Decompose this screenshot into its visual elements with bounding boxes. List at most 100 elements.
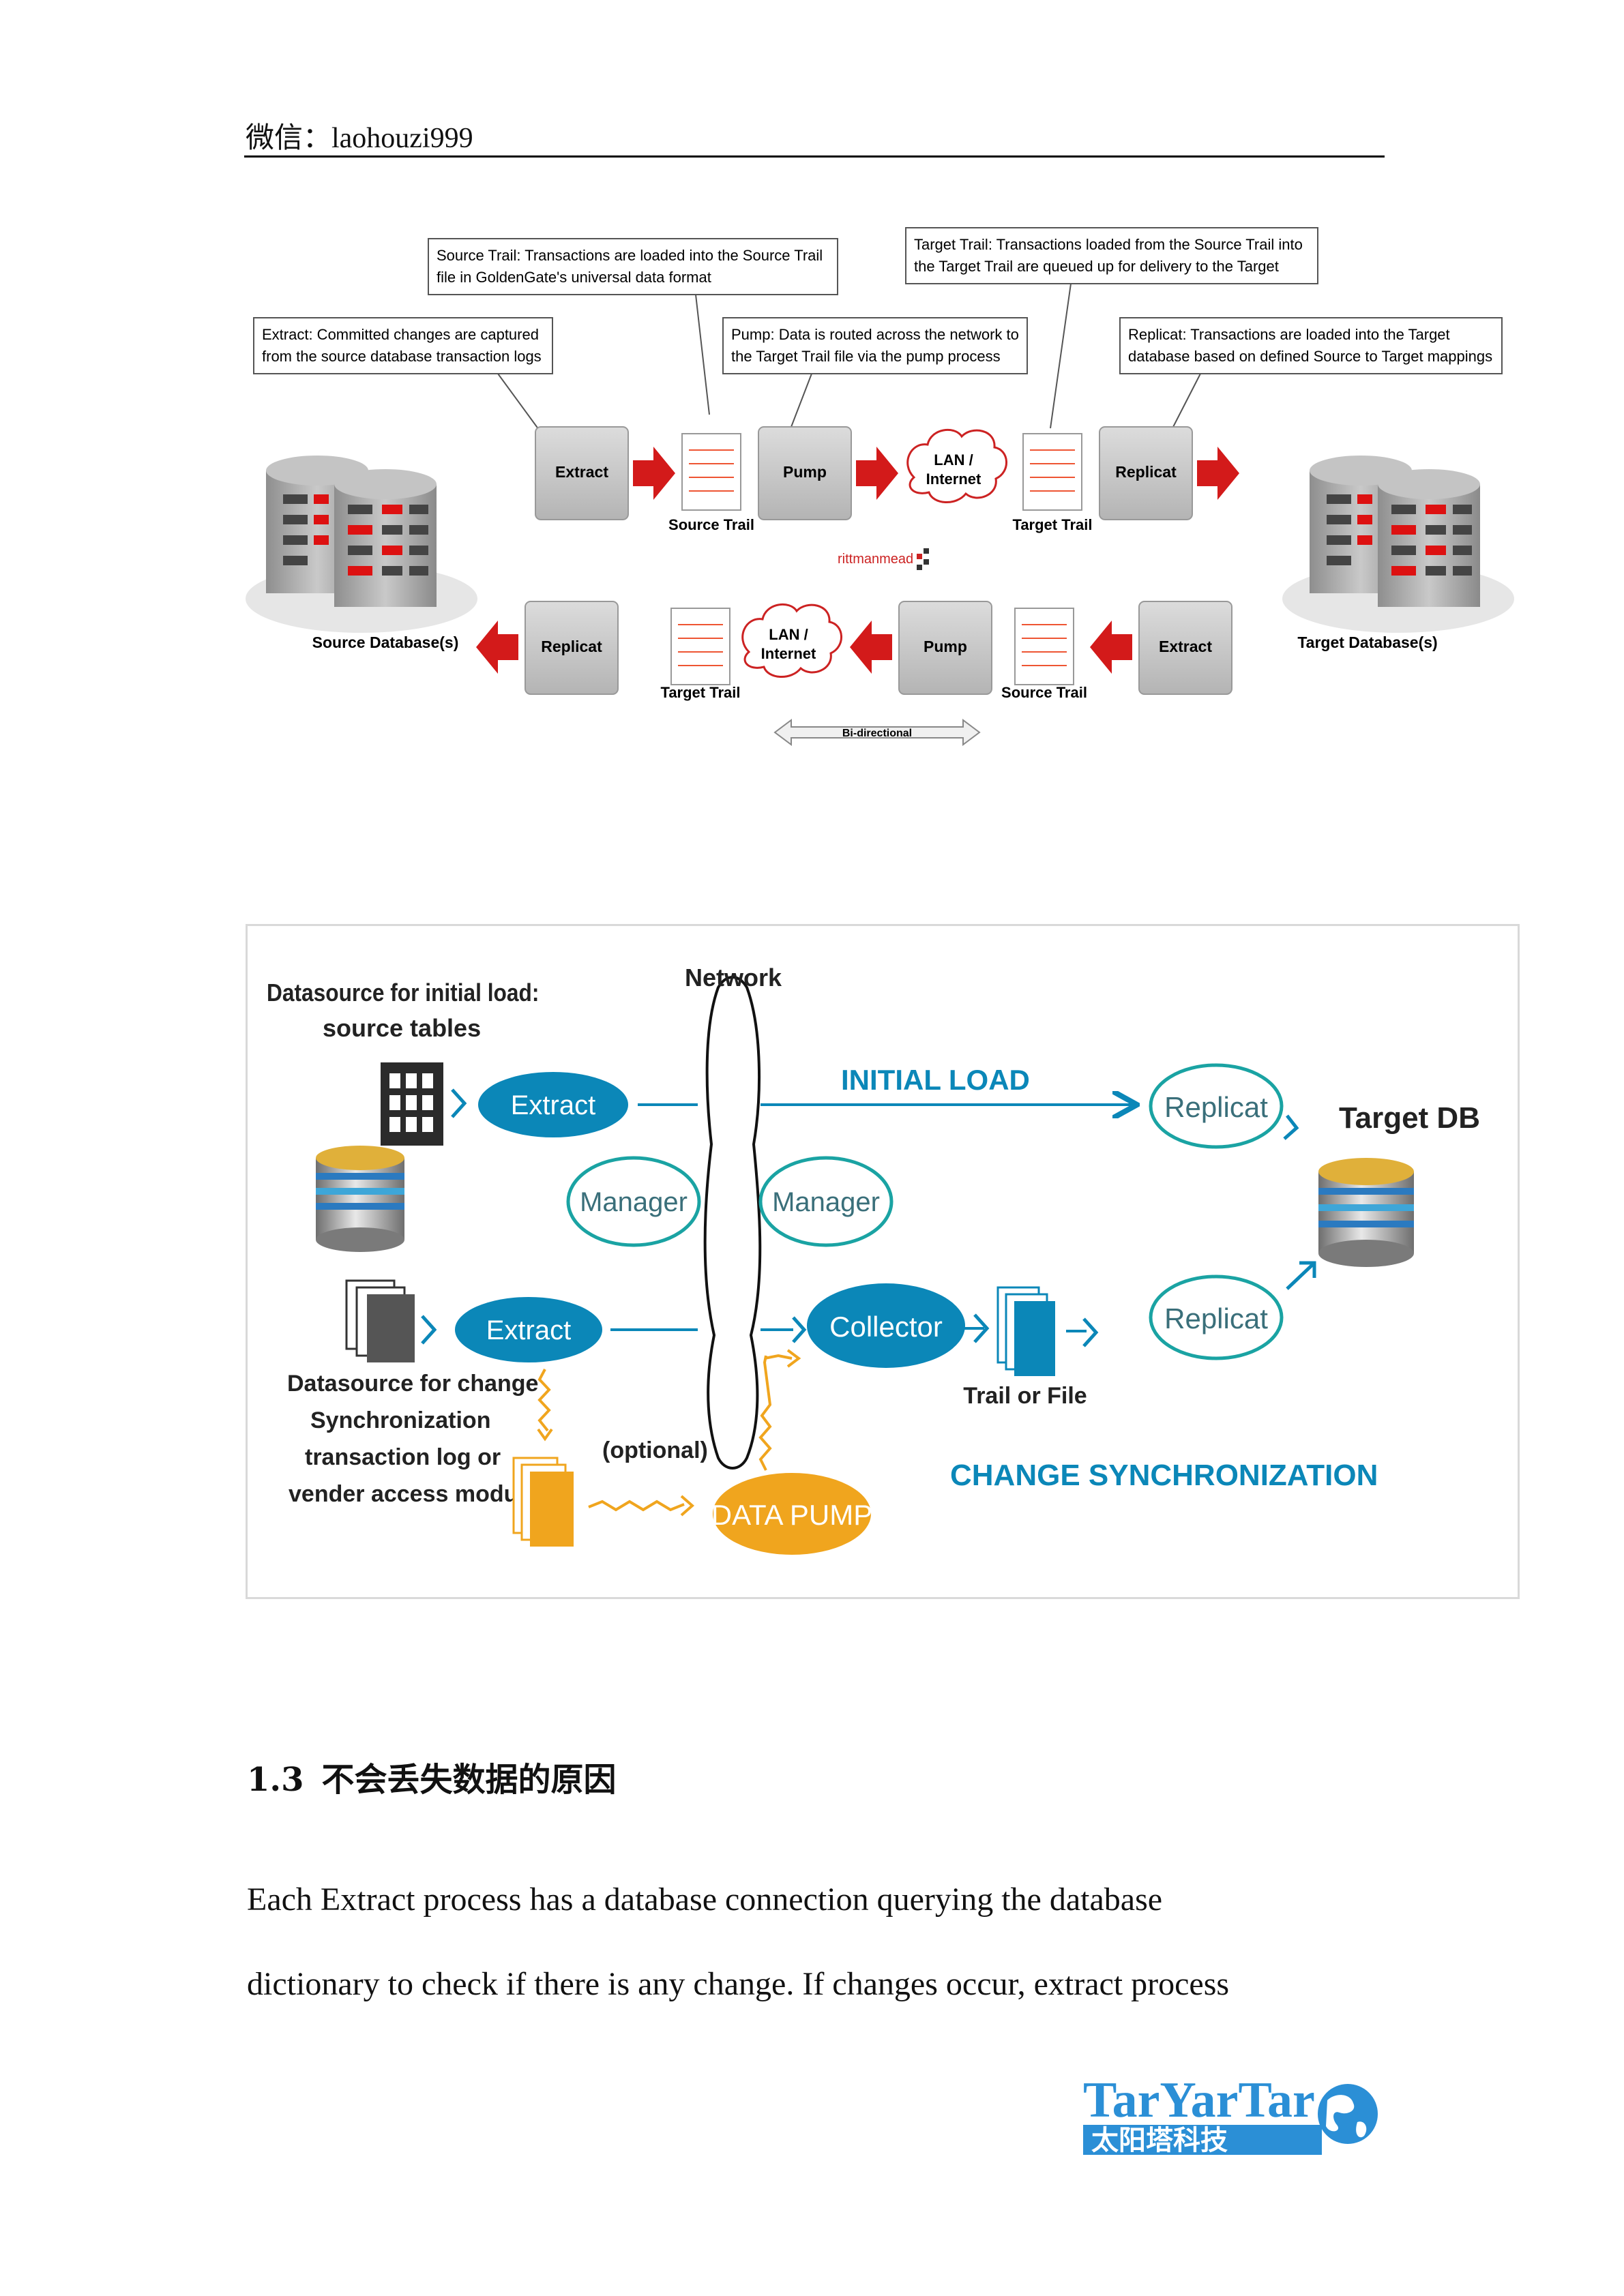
section-heading: 1.3 不会丢失数据的原因 — [247, 1753, 617, 1800]
body-line-2: dictionary to check if there is any chan… — [247, 1966, 1230, 2002]
svg-text:Replicat: Replicat — [1115, 463, 1177, 481]
trail-or-file-label: Trail or File — [963, 1383, 1087, 1409]
pump-connector — [764, 1354, 793, 1360]
top-extract-box: Extract — [535, 426, 629, 520]
logo-subtitle: 太阳塔科技 — [1091, 2125, 1228, 2156]
extract-to-pump-zigzag — [537, 1369, 551, 1432]
network-label: Network — [685, 964, 782, 992]
top-replicat-box: Replicat — [1099, 426, 1193, 520]
network-tube — [703, 976, 762, 1470]
top-source-trail-icon — [681, 433, 741, 511]
callout-text: Pump: Data is routed across the network … — [731, 326, 1019, 343]
chevron-down-icon — [537, 1428, 553, 1442]
extract-top-node — [478, 1072, 628, 1137]
replicat-bottom-label: Replicat — [1164, 1302, 1268, 1335]
arrow-left-icon — [1090, 621, 1132, 674]
logo-subtitle-bar — [1083, 2125, 1322, 2155]
bottom-replicat-box: Replicat — [525, 601, 619, 695]
bidirectional-arrow: Bi-directional — [773, 719, 981, 746]
callout-text: the Target Trail file via the pump proce… — [731, 348, 1001, 365]
callout-text: Extract: Committed changes are captured — [262, 326, 539, 343]
callout-replicat: Replicat: Transactions are loaded into t… — [1119, 317, 1503, 428]
change-datasource-label: transaction log or — [305, 1444, 501, 1470]
target-database-icon — [1282, 456, 1514, 633]
pump-to-collector-zigzag — [758, 1355, 772, 1471]
svg-text:Bi-directional: Bi-directional — [842, 728, 912, 739]
target-db-label: Target DB — [1339, 1101, 1480, 1135]
bottom-target-trail-label: Target Trail — [661, 684, 741, 701]
files-to-pump-zigzag — [588, 1500, 685, 1512]
data-pump-node — [713, 1473, 871, 1555]
arrow-right-icon — [633, 447, 675, 500]
change-sync-figure: Datasource for initial load: source tabl… — [267, 964, 1480, 1555]
source-tables-icon — [381, 1062, 443, 1146]
callout-text: file in GoldenGate's universal data form… — [437, 269, 711, 286]
bottom-source-trail-icon — [1014, 608, 1074, 685]
data-pump-label: DATA PUMP — [711, 1499, 872, 1531]
manager-right-label: Manager — [772, 1187, 880, 1217]
chevron-right-icon — [973, 1313, 990, 1343]
arrow-left-icon — [850, 621, 892, 674]
top-pump-box: Pump — [758, 426, 852, 520]
manager-left-node — [566, 1156, 701, 1247]
extract-top-label: Extract — [511, 1090, 595, 1120]
initial-datasource-label: Datasource for initial load: — [267, 979, 539, 1007]
callout-source-trail: Source Trail: Transactions are loaded in… — [428, 238, 838, 415]
bottom-pump-box: Pump — [898, 601, 992, 695]
callout-text: Target Trail: Transactions loaded from t… — [914, 236, 1303, 253]
callout-text: Source Trail: Transactions are loaded in… — [437, 247, 823, 264]
source-database-label: Source Database(s) — [312, 633, 459, 651]
chevron-right-icon — [1283, 1114, 1299, 1140]
bottom-target-trail-icon — [670, 608, 730, 685]
svg-text:Internet: Internet — [926, 471, 981, 488]
extract-bottom-node — [455, 1297, 602, 1362]
callout-text: database based on defined Source to Targ… — [1128, 348, 1492, 365]
replicat-top-label: Replicat — [1164, 1091, 1268, 1123]
replicat-bottom-node — [1149, 1274, 1284, 1360]
section-title: 不会丢失数据的原因 — [321, 1761, 617, 1799]
target-database-label: Target Database(s) — [1297, 633, 1437, 651]
arrow-right-icon — [1197, 447, 1239, 500]
svg-text:rittmanmead: rittmanmead — [838, 552, 913, 567]
callout-text: the Target Trail are queued up for deliv… — [914, 258, 1279, 275]
manager-left-label: Manager — [580, 1187, 688, 1217]
logo-text: TarYarTar — [1083, 2073, 1315, 2128]
globe-icon — [1318, 2084, 1378, 2144]
target-db-icon — [1318, 1158, 1414, 1267]
extract-bottom-label: Extract — [486, 1315, 571, 1345]
page-header: 微信：laohouzi999 — [246, 123, 473, 154]
callout-text: Replicat: Transactions are loaded into t… — [1128, 326, 1450, 343]
replicat-top-node — [1149, 1063, 1284, 1149]
header-rule — [244, 155, 1385, 158]
source-database-icon — [246, 456, 477, 633]
top-source-trail-label: Source Trail — [668, 516, 754, 533]
trail-file-icon — [996, 1286, 1055, 1376]
callout-text: from the source database transaction log… — [262, 348, 542, 365]
change-source-files-icon — [345, 1279, 415, 1362]
initial-load-label: INITIAL LOAD — [841, 1064, 1030, 1096]
arrow-left-icon — [476, 621, 518, 674]
bottom-lan-cloud-icon: LAN / Internet — [741, 603, 842, 678]
goldengate-architecture-figure: Source Trail: Transactions are loaded in… — [246, 227, 1514, 746]
svg-text:Pump: Pump — [783, 463, 827, 481]
svg-text:Pump: Pump — [924, 638, 967, 655]
arrow-right-icon — [856, 447, 898, 500]
svg-text:Extract: Extract — [555, 463, 608, 481]
arrow-up-right-icon — [1286, 1261, 1316, 1290]
bottom-source-trail-label: Source Trail — [1001, 684, 1087, 701]
svg-text:Extract: Extract — [1159, 638, 1212, 655]
chevron-right-icon — [680, 1495, 695, 1517]
chevron-right-icon — [451, 1088, 467, 1118]
change-datasource-label: Datasource for change — [287, 1371, 538, 1397]
change-datasource-label: vender access module — [289, 1481, 537, 1507]
chevron-right-icon — [1082, 1317, 1099, 1347]
taryartar-logo: TarYarTar 太阳塔科技 — [1083, 2073, 1378, 2156]
body-line-1: Each Extract process has a database conn… — [247, 1881, 1163, 1918]
top-target-trail-label: Target Trail — [1013, 516, 1093, 533]
initial-datasource-label: source tables — [323, 1014, 481, 1042]
callout-target-trail: Target Trail: Transactions loaded from t… — [905, 227, 1318, 429]
top-target-trail-icon — [1022, 433, 1082, 511]
chevron-right-icon — [421, 1315, 437, 1345]
top-lan-cloud-icon: LAN / Internet — [906, 429, 1007, 503]
section-number: 1.3 — [247, 1761, 304, 1799]
